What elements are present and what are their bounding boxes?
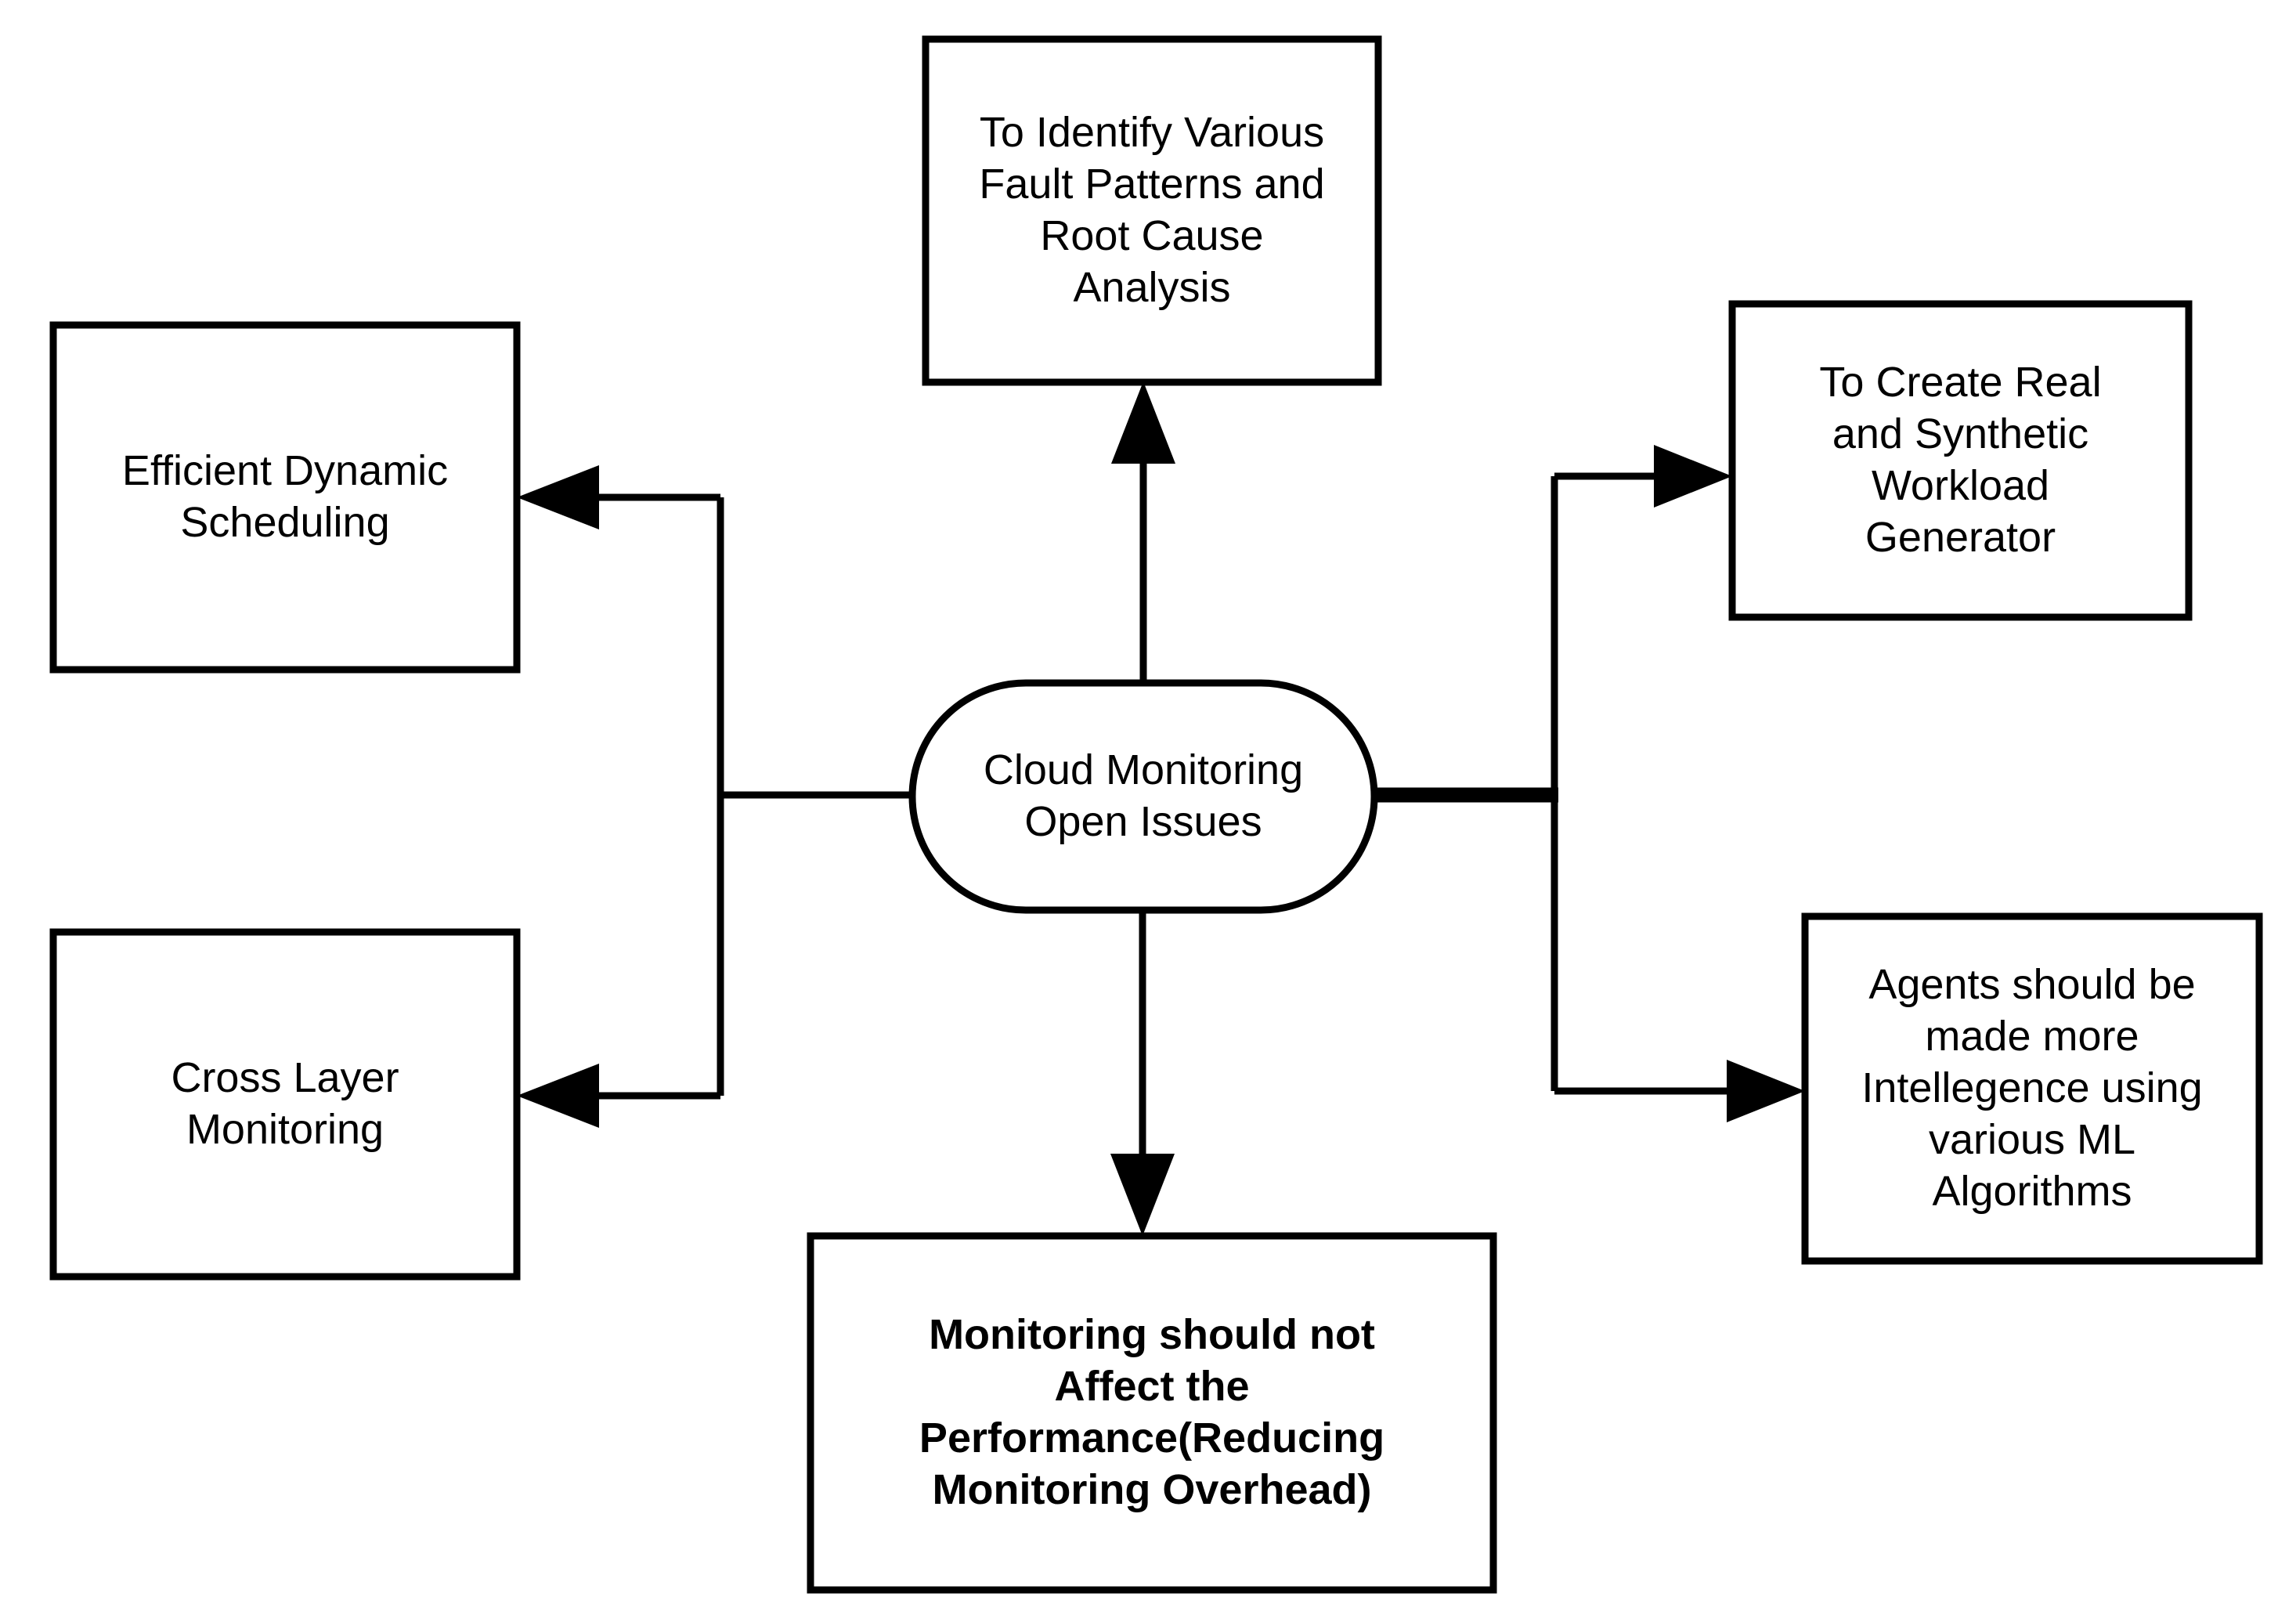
edge-group-up bbox=[1111, 381, 1175, 681]
arrowhead-to-intelligent-agents-ml bbox=[1727, 1060, 1805, 1122]
node-shape-identify-fault-patterns[interactable] bbox=[922, 35, 1382, 386]
edge-group-left bbox=[517, 465, 912, 1128]
arrowhead-to-monitoring-overhead bbox=[1110, 1154, 1175, 1236]
arrowhead-to-efficient-dynamic-scheduling bbox=[517, 465, 599, 529]
arrowhead-to-identify-fault-patterns bbox=[1111, 381, 1175, 464]
node-shape-cross-layer-monitoring[interactable] bbox=[49, 928, 521, 1281]
edge-group-right bbox=[1370, 445, 1805, 1122]
node-shape-workload-generator[interactable] bbox=[1728, 300, 2193, 621]
edge-group-down bbox=[1110, 912, 1175, 1236]
arrowhead-to-workload-generator bbox=[1654, 445, 1732, 508]
node-shape-intelligent-agents-ml[interactable] bbox=[1801, 912, 2263, 1265]
node-shape-cloud-monitoring-open-issues[interactable] bbox=[908, 679, 1378, 914]
arrowhead-to-cross-layer-monitoring bbox=[517, 1064, 599, 1128]
node-shape-monitoring-overhead[interactable] bbox=[807, 1232, 1497, 1594]
node-shape-efficient-dynamic-scheduling[interactable] bbox=[49, 321, 521, 674]
